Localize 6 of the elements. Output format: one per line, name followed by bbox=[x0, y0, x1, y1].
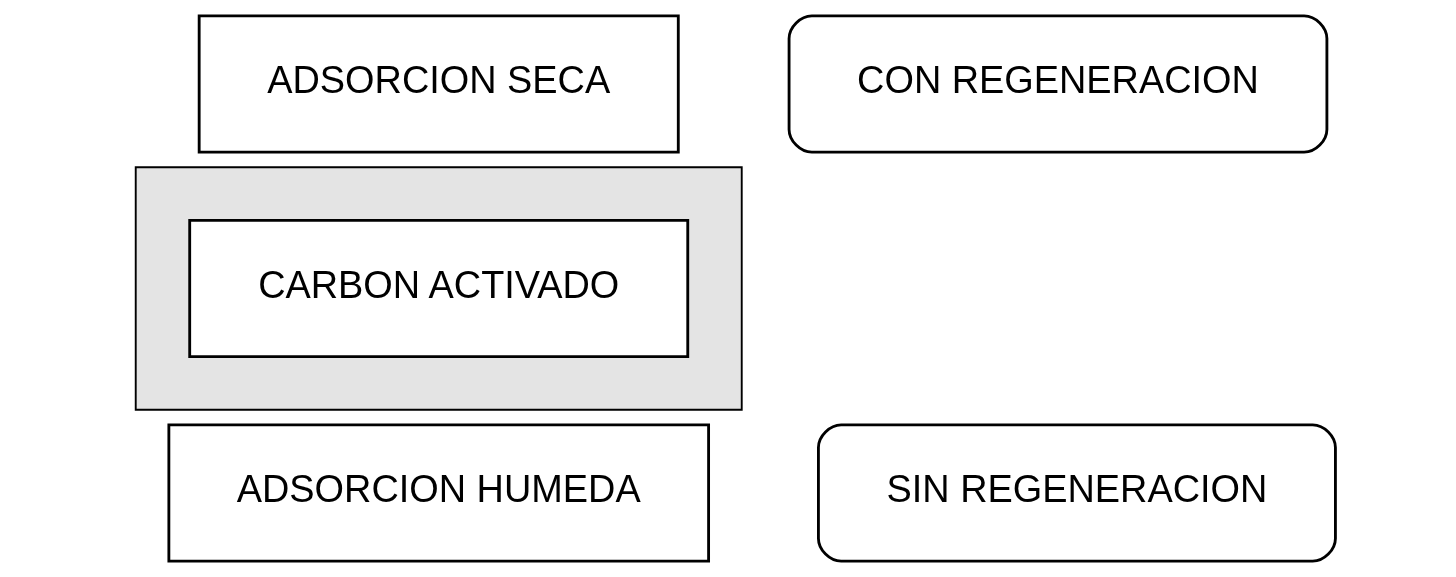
node-box: ADSORCION HUMEDA bbox=[167, 423, 710, 563]
node-box: CON REGENERACION bbox=[787, 14, 1329, 154]
node-box: CARBON ACTIVADO bbox=[188, 218, 690, 359]
node-box: SIN REGENERACION bbox=[817, 423, 1337, 563]
cluster bbox=[134, 166, 743, 411]
node-box: ADSORCION SECA bbox=[197, 14, 680, 154]
